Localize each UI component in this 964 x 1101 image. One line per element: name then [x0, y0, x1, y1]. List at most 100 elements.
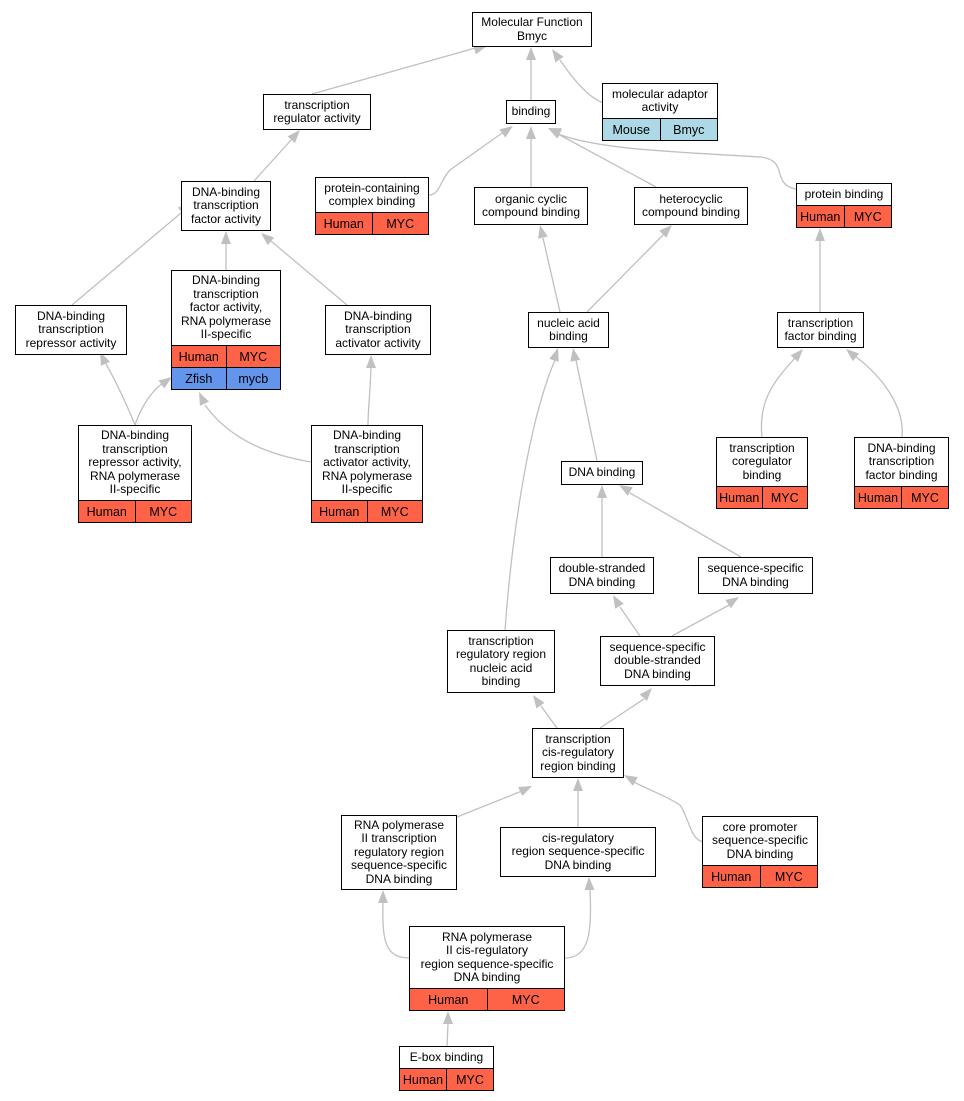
arrowhead-icon [473, 44, 487, 55]
species-cell: Zfish [185, 371, 213, 386]
go-term-node[interactable]: DNA-binding transcription activator acti… [311, 425, 423, 523]
gene-cell: MYC [843, 206, 892, 227]
go-term-node[interactable]: core promoter sequence-specific DNA bind… [702, 816, 818, 888]
species-cell: Human [428, 992, 469, 1007]
go-term-node[interactable]: DNA-binding transcription factor binding… [854, 437, 949, 509]
arrowhead-icon [552, 49, 564, 63]
gene-cell: mycb [225, 368, 281, 389]
arrowhead-icon [100, 352, 111, 366]
species-cell: Human [86, 504, 127, 519]
go-term-node[interactable]: DNA-binding transcription factor activit… [171, 270, 281, 390]
arrowhead-icon [499, 126, 513, 138]
go-term-label: Molecular Function Bmyc [481, 15, 583, 43]
arrowhead-icon [815, 228, 825, 241]
go-term-node[interactable]: nucleic acid binding [528, 312, 609, 348]
gene-cell: MYC [759, 866, 818, 887]
go-term-label: sequence-specific DNA binding [707, 561, 804, 589]
arrowhead-icon [597, 485, 607, 498]
go-term-label: transcription regulator activity [273, 97, 361, 125]
go-term-label: DNA-binding transcription factor activit… [190, 184, 262, 226]
species-cell: Human [323, 216, 364, 231]
go-term-node[interactable]: cis-regulatory region sequence-specific … [500, 827, 656, 877]
go-term-label: DNA-binding transcription repressor acti… [88, 428, 182, 497]
arrowhead-icon [366, 355, 376, 368]
arrowhead-icon [158, 377, 172, 389]
go-term-node[interactable]: sequence-specific double-stranded DNA bi… [600, 636, 715, 686]
go-term-node[interactable]: DNA binding [561, 461, 643, 485]
go-term-label: transcription cis-regulatory region bind… [540, 731, 616, 773]
go-term-node[interactable]: organic cyclic compound binding [474, 187, 588, 225]
gene-cell: Bmyc [659, 119, 718, 140]
go-term-node[interactable]: transcription regulatory region nucleic … [447, 630, 555, 693]
edge-line [504, 359, 556, 631]
arrowhead-icon [846, 349, 860, 362]
go-term-node[interactable]: binding [506, 100, 556, 124]
go-term-label: DNA binding [568, 465, 636, 480]
go-term-label: DNA-binding transcription repressor acti… [25, 308, 117, 350]
edge-line [586, 233, 665, 313]
go-term-label: transcription factor binding [784, 315, 857, 343]
arrowhead-icon [549, 348, 559, 362]
arrowhead-icon [624, 775, 638, 786]
arrowhead-icon [518, 786, 532, 797]
edge-line [270, 240, 348, 306]
go-term-node[interactable]: RNA polymerase II transcription regulato… [341, 815, 457, 890]
go-term-label: sequence-specific double-stranded DNA bi… [609, 639, 706, 681]
go-term-node[interactable]: double-stranded DNA binding [550, 557, 654, 594]
arrowhead-icon [659, 225, 672, 238]
go-term-node[interactable]: DNA-binding transcription repressor acti… [78, 425, 192, 523]
go-term-node[interactable]: heterocyclic compound binding [634, 187, 748, 225]
go-term-node[interactable]: transcription factor binding [777, 312, 864, 348]
arrowhead-icon [221, 231, 231, 244]
go-term-node[interactable]: RNA polymerase II cis-regulatory region … [409, 926, 565, 1011]
arrowhead-icon [533, 695, 545, 709]
species-cell: Human [178, 349, 219, 364]
gene-cell: MYC [901, 487, 948, 508]
species-cell: Human [402, 1072, 444, 1087]
go-term-node[interactable]: DNA-binding transcription repressor acti… [15, 305, 127, 355]
edge-line [559, 59, 605, 104]
arrowhead-icon [619, 485, 633, 496]
arrowhead-icon [570, 348, 581, 362]
go-term-label: binding [511, 104, 551, 119]
edge-line [71, 212, 182, 306]
go-term-label: transcription regulatory region nucleic … [455, 633, 547, 688]
go-term-node[interactable]: sequence-specific DNA binding [698, 557, 813, 594]
go-term-label: cis-regulatory region sequence-specific … [511, 830, 645, 872]
species-cell: Human [800, 209, 841, 224]
edge-line [619, 606, 641, 637]
edge-line [671, 603, 732, 637]
go-term-node[interactable]: DNA-binding transcription factor activit… [181, 181, 271, 231]
edge-line [854, 355, 903, 438]
go-term-node[interactable]: transcription cis-regulatory region bind… [532, 728, 624, 778]
arrowhead-icon [584, 877, 595, 891]
annotation-row: Zfish mycb [172, 367, 280, 389]
edge-line [104, 361, 136, 426]
arrowhead-icon [526, 47, 536, 60]
arrowhead-icon [548, 128, 562, 138]
edge-line [134, 382, 164, 426]
go-term-node[interactable]: Molecular Function Bmyc [472, 12, 592, 47]
gene-cell: MYC [225, 346, 281, 367]
edge-line [575, 359, 598, 462]
go-term-node[interactable]: transcription regulator activity [263, 94, 371, 130]
edge-line [540, 705, 558, 729]
go-term-node[interactable]: DNA-binding transcription activator acti… [325, 305, 431, 355]
go-term-label: DNA-binding transcription factor activit… [180, 273, 272, 342]
gene-cell: MYC [761, 487, 808, 508]
arrowhead-icon [790, 349, 803, 363]
species-cell: Human [719, 490, 760, 505]
